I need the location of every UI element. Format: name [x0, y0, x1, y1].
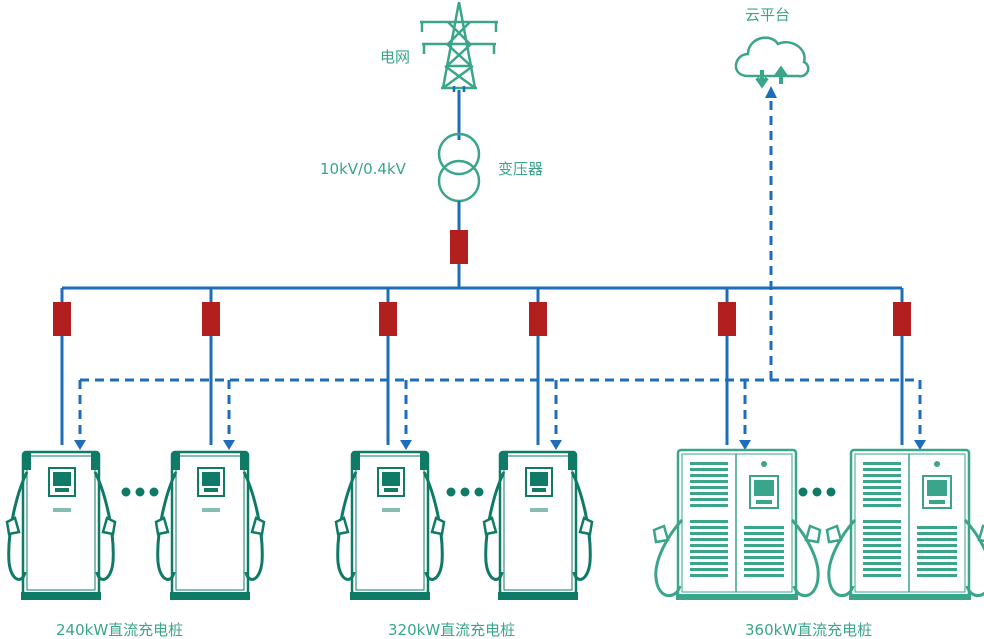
ellipsis-dots	[446, 487, 484, 497]
cloud-platform-label: 云平台	[745, 6, 791, 24]
charger-icon	[5, 450, 117, 602]
communication-lines	[78, 98, 922, 440]
ellipsis-dots	[798, 487, 836, 497]
breaker-icon	[718, 302, 736, 336]
breaker-icon	[893, 302, 911, 336]
charger-icon	[482, 450, 594, 602]
charger-icon	[154, 450, 266, 602]
breaker-icon	[53, 302, 71, 336]
cabinet-charger-icon	[825, 448, 984, 602]
feeder-lines	[60, 288, 904, 445]
cloud-sync-icon	[734, 36, 810, 89]
transformer-icon	[437, 132, 481, 203]
breaker-icon	[379, 302, 397, 336]
cabinet-charger-icon	[652, 448, 822, 602]
communication-arrows	[74, 86, 926, 450]
transformer-label: 变压器	[498, 160, 544, 178]
voltage-label: 10kV/0.4kV	[320, 160, 406, 178]
grid-label: 电网	[380, 48, 411, 66]
transmission-tower-icon	[420, 1, 498, 92]
group-label-320kw: 320kW直流充电桩	[388, 621, 516, 639]
group-label-240kw: 240kW直流充电桩	[56, 621, 184, 639]
charger-icon	[334, 450, 446, 602]
main-breaker	[450, 230, 468, 264]
ellipsis-dots	[121, 487, 159, 497]
breaker-icon	[529, 302, 547, 336]
feeder-breakers	[53, 302, 911, 336]
breaker-icon	[202, 302, 220, 336]
group-label-360kw: 360kW直流充电桩	[745, 621, 873, 639]
